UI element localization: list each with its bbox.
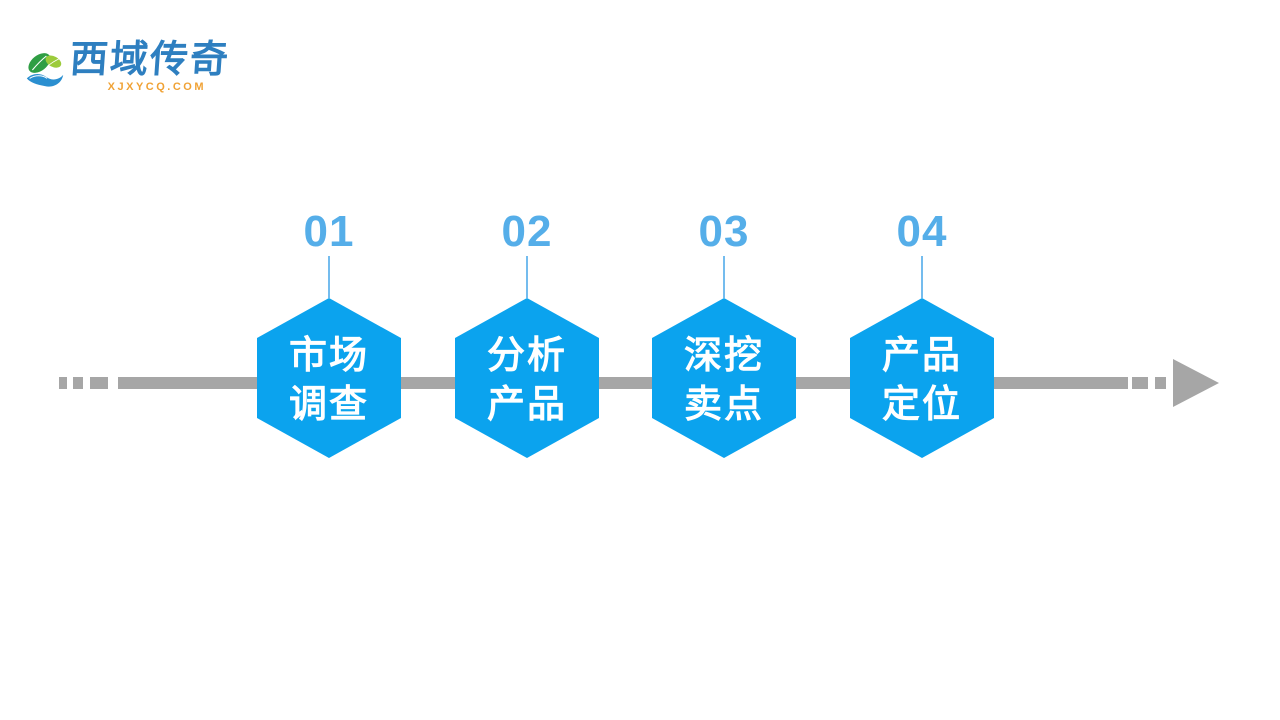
process-step-3: 03 深挖 卖点	[644, 208, 804, 458]
step-label-line1: 市场	[288, 335, 369, 377]
process-step-1: 01 市场 调查	[249, 208, 409, 458]
step-connector-line	[526, 256, 528, 298]
step-hexagon: 市场 调查	[257, 298, 401, 458]
timeline-arrowhead-icon	[1173, 359, 1219, 407]
timeline-dash-left-1	[59, 377, 67, 389]
step-number: 01	[303, 207, 355, 256]
step-label-line1: 深挖	[683, 335, 764, 377]
timeline-dash-left-2	[73, 377, 83, 389]
step-label-line2: 定位	[881, 384, 962, 426]
step-connector-line	[328, 256, 330, 298]
step-hexagon: 产品 定位	[850, 298, 994, 458]
timeline-dash-left-3	[90, 377, 108, 389]
step-label-line2: 产品	[486, 384, 567, 426]
step-number: 03	[698, 207, 750, 256]
brand-domain: XJXYCQ.COM	[107, 81, 207, 93]
step-connector-line	[723, 256, 725, 298]
step-label-line2: 调查	[288, 384, 369, 426]
timeline-dash-right-1	[1132, 377, 1148, 389]
leaf-and-wave-icon	[26, 53, 64, 87]
process-step-4: 04 产品 定位	[842, 208, 1002, 458]
step-hexagon: 深挖 卖点	[652, 298, 796, 458]
step-number: 02	[501, 207, 553, 256]
process-step-2: 02 分析 产品	[447, 208, 607, 458]
step-hexagon: 分析 产品	[455, 298, 599, 458]
step-label-line1: 分析	[486, 335, 567, 377]
timeline-dash-right-2	[1155, 377, 1166, 389]
step-label-line1: 产品	[881, 335, 962, 377]
brand-logo: 西域传奇 XJXYCQ.COM	[24, 39, 232, 98]
step-label-line2: 卖点	[683, 384, 764, 426]
logo-text-block: 西域传奇 XJXYCQ.COM	[69, 39, 232, 93]
step-number: 04	[896, 207, 948, 256]
step-connector-line	[921, 256, 923, 298]
